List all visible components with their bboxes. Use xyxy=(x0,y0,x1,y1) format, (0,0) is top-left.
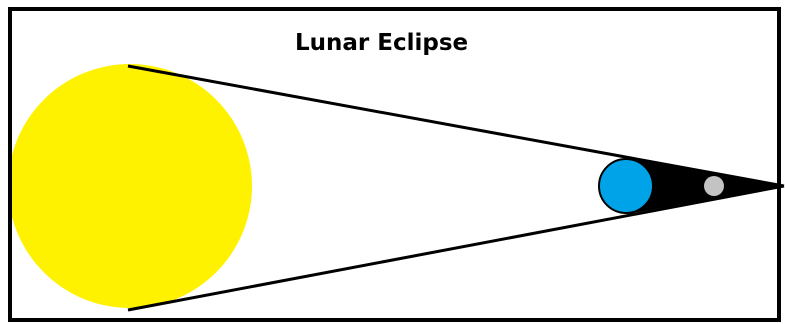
diagram-title: Lunar Eclipse xyxy=(295,30,468,56)
sun xyxy=(8,64,252,308)
moon xyxy=(704,176,724,196)
earth xyxy=(599,159,653,213)
